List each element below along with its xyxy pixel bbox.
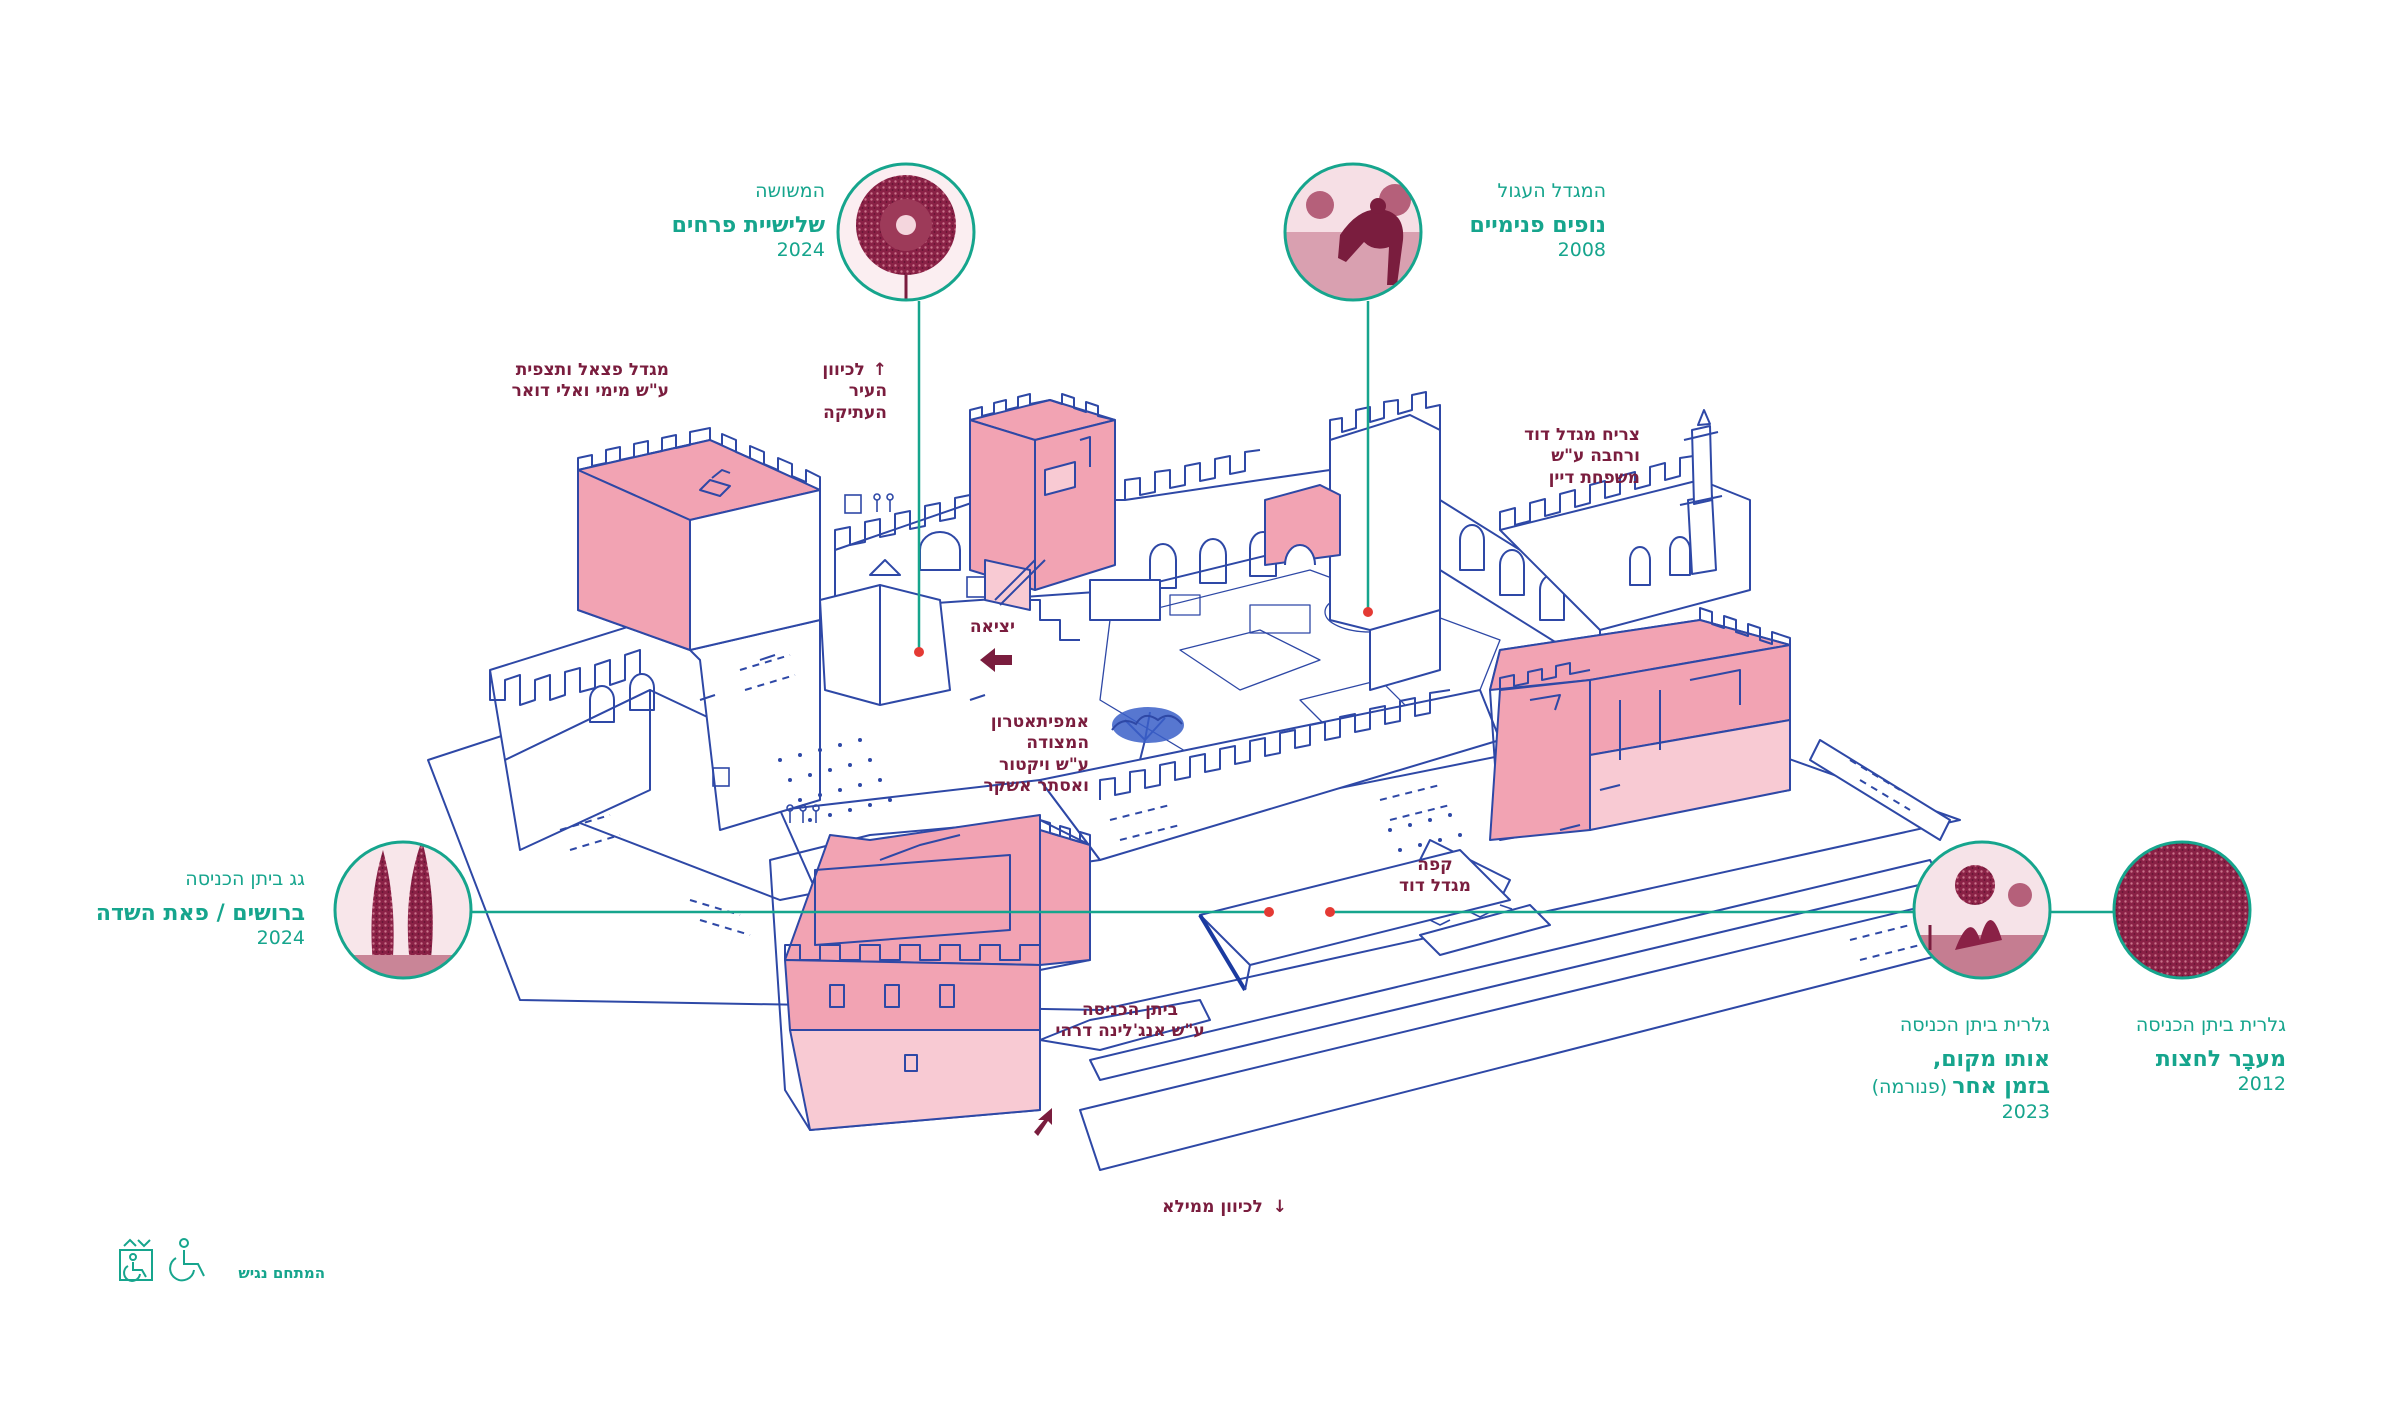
label-line: קפה [1417,855,1453,875]
installation-title: שלישיית פרחים [671,212,825,238]
label-exit: יציאה [970,617,1015,638]
installation-location: גלרית ביתן הכניסה [1899,1014,2050,1036]
installation-title-line1: אותו מקום, [1932,1046,2050,1072]
label-line: ואסתר אשקר [983,775,1089,796]
installation-cypress: גג ביתן הכניסה ברושים / פאת השדה 2024 [96,868,305,951]
wheelchair-icon [169,1238,205,1282]
label-line: ע"ש ויקטור [999,754,1089,775]
map-facility-icons [712,493,1513,926]
label-amphitheater: אמפיתאטרון המצודה ע"ש ויקטור ואסתר אשקר [983,712,1089,797]
label-line: ביתן הכניסה [1082,1000,1178,1020]
label-mamilla: ↓ לכיוון ממילא [1162,1197,1287,1218]
installation-title-line2: בזמן אחר [1952,1074,2050,1100]
installation-year: 2023 [2001,1100,2050,1123]
up-arrow-icon: ↑ [872,360,887,380]
label-phasael: מגדל פצאל ותצפית ע"ש מימי ואלי דואר [512,360,669,403]
installation-location: גג ביתן הכניסה [185,868,305,890]
label-tower-courtyard: צריח מגדל דוד ורחבה ע"ש משפחת דיין [1524,425,1640,489]
dash-details [559,654,1921,1111]
location-markers [914,607,1373,917]
label-line: המצודה [1026,733,1089,754]
installation-landscapes: המגדל העגול נופים פנימיים 2008 [1469,180,1606,263]
installation-year: 2012 [2237,1073,2286,1096]
label-line: ע"ש מימי ואלי דואר [511,381,669,402]
entrance-arrow-icon [1034,1108,1052,1136]
installation-title: מעבָר לחצות [2155,1046,2286,1072]
installation-passage: גלרית ביתן הכניסה מעבָר לחצות 2012 [2136,1014,2286,1097]
label-line: לכיוון [822,360,865,380]
legend-accessible: המתחם נגיש [238,1264,325,1283]
label-line: משפחת דיין [1548,467,1640,488]
label-line: העתיקה [823,402,887,423]
wall-ticks [699,654,1621,831]
figure-photo-icon [1283,162,1423,302]
down-arrow-icon: ↓ [1272,1197,1287,1217]
cypress-photo-icon [333,840,473,980]
installation-year: 2008 [1557,239,1606,262]
texture-photo-icon [2112,840,2252,980]
installation-year: 2024 [256,927,305,950]
legend-label: המתחם נגיש [238,1264,325,1282]
installation-title-suffix: (פנורמה) [1871,1076,1948,1099]
label-line: ורחבה ע"ש [1551,446,1640,467]
installation-same-place: גלרית ביתן הכניסה אותו מקום, בזמן אחר (פ… [1872,1014,2050,1125]
label-entrance-pavilion: ביתן הכניסה ע"ש אנג'לינה דרהי [1040,1000,1220,1043]
installation-year: 2024 [776,239,825,262]
amphitheater-seating [778,738,1462,852]
installation-title: ברושים / פאת השדה [95,900,305,926]
installation-title: נופים פנימיים [1469,212,1606,238]
installation-location: גלרית ביתן הכניסה [2135,1014,2286,1036]
label-line: צריח מגדל דוד [1524,425,1640,445]
label-line: יציאה [969,617,1015,637]
label-line: העיר [848,381,887,402]
installation-location: המשושה [755,180,825,202]
flower-photo-icon [836,162,976,302]
olive-tree-icon [1111,707,1184,761]
leader-lines [471,301,2114,914]
label-line: מגדל פצאל ותצפית [515,360,669,380]
label-old-city: ↑ לכיוון העיר העתיקה [822,360,887,424]
label-cafe: קפה מגדל דוד [1385,855,1485,898]
label-line: לכיוון ממילא [1162,1197,1263,1217]
pink-buildings [577,393,1791,1131]
label-line: מגדל דוד [1399,876,1471,897]
accessible-elevator-icon [119,1238,153,1282]
label-line: אמפיתאטרון [990,712,1089,732]
panorama-photo-icon [1912,840,2052,980]
installation-location: המגדל העגול [1497,180,1606,202]
exit-arrow-icon [980,648,1012,672]
installation-flowers: המשושה שלישיית פרחים 2024 [672,180,825,263]
label-line: ע"ש אנג'לינה דרהי [1055,1021,1205,1042]
